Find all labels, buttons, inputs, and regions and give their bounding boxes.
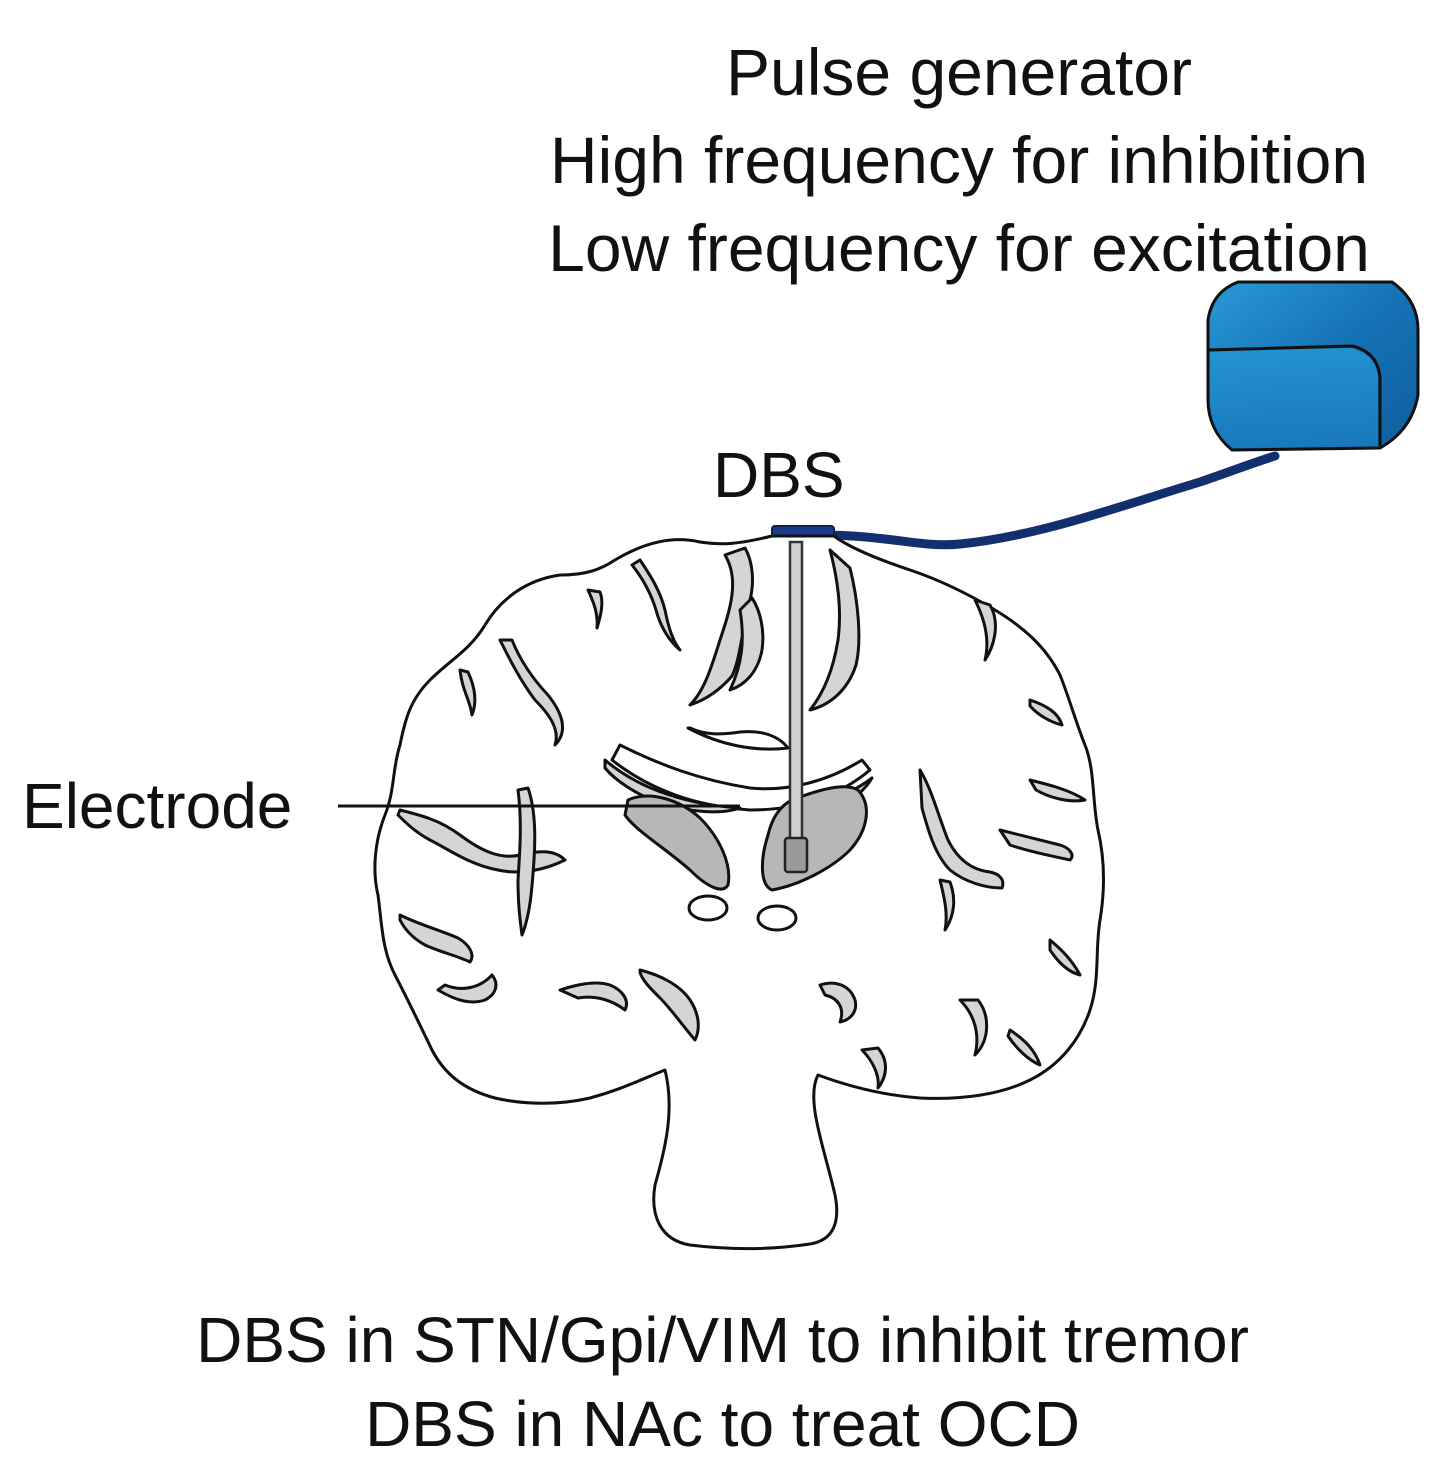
pulse-generator-line-1: High frequency for inhibition <box>549 123 1369 197</box>
bottom-caption: DBS in STN/Gpi/VIM to inhibit tremor DBS… <box>0 1298 1445 1466</box>
pulse-generator-caption: Pulse generator High frequency for inhib… <box>498 28 1420 292</box>
left-nucleus <box>623 794 731 891</box>
dbs-label: DBS <box>713 439 845 511</box>
pulse-generator-device <box>1206 280 1420 452</box>
lead-wire <box>815 451 1280 550</box>
bottom-caption-line-1: DBS in STN/Gpi/VIM to inhibit tremor <box>196 1304 1249 1376</box>
electrode <box>783 540 809 874</box>
pulse-generator-title: Pulse generator <box>726 35 1192 109</box>
pulse-generator-line-2: Low frequency for excitation <box>548 211 1370 285</box>
brain-coronal-section <box>373 534 1105 1251</box>
electrode-label: Electrode <box>22 770 293 842</box>
bottom-caption-line-2: DBS in NAc to treat OCD <box>365 1388 1080 1460</box>
